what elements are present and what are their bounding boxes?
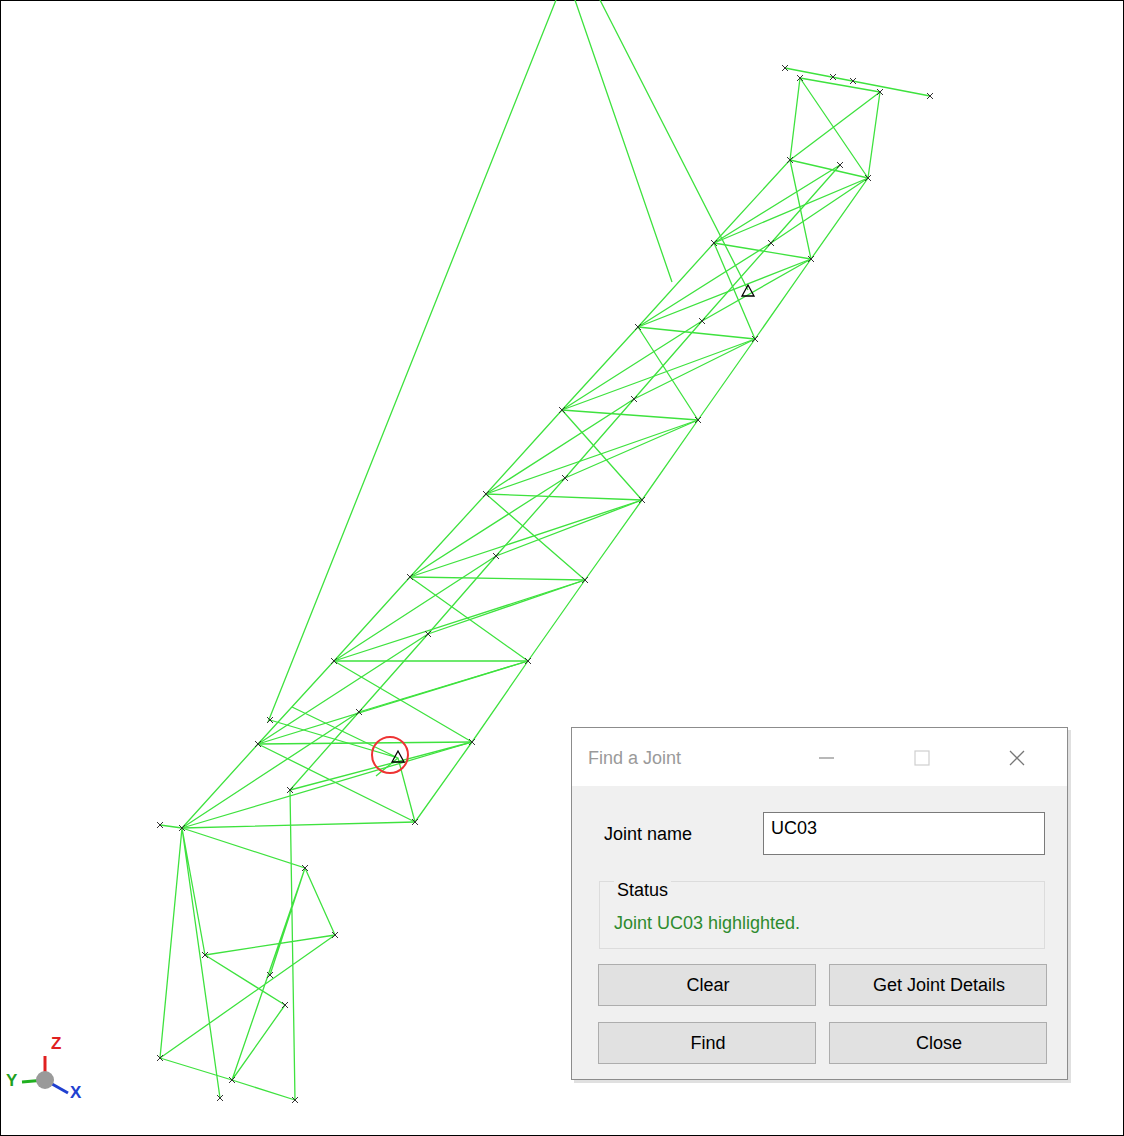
push-button: Find <box>598 1022 816 1064</box>
field-label: Joint name <box>604 823 692 845</box>
button-label: Get Joint Details <box>873 974 1005 996</box>
dialog-window: Find a JointJoint name UC03StatusJoint UC… <box>571 727 1068 1080</box>
text-input: UC03 <box>763 812 1045 855</box>
button-label: Close <box>916 1032 962 1054</box>
axis-label: Z <box>51 1034 61 1054</box>
axis-triad <box>22 1056 68 1093</box>
window-title: Find a Joint <box>588 747 681 769</box>
restraint-symbol <box>392 751 404 762</box>
axis-label: Y <box>6 1071 17 1091</box>
axis-label: X <box>70 1083 81 1103</box>
button-label: Clear <box>686 974 729 996</box>
input-value: UC03 <box>771 817 817 839</box>
group-heading: Status <box>614 879 671 901</box>
button-label: Find <box>690 1032 725 1054</box>
push-button: Clear <box>598 964 816 1006</box>
status-group: StatusJoint UC03 highlighted. <box>599 881 1045 949</box>
push-button: Get Joint Details <box>829 964 1047 1006</box>
status-message: Joint UC03 highlighted. <box>614 912 800 934</box>
restraint-symbol <box>742 285 754 296</box>
highlight-circle <box>372 737 408 773</box>
push-button: Close <box>829 1022 1047 1064</box>
